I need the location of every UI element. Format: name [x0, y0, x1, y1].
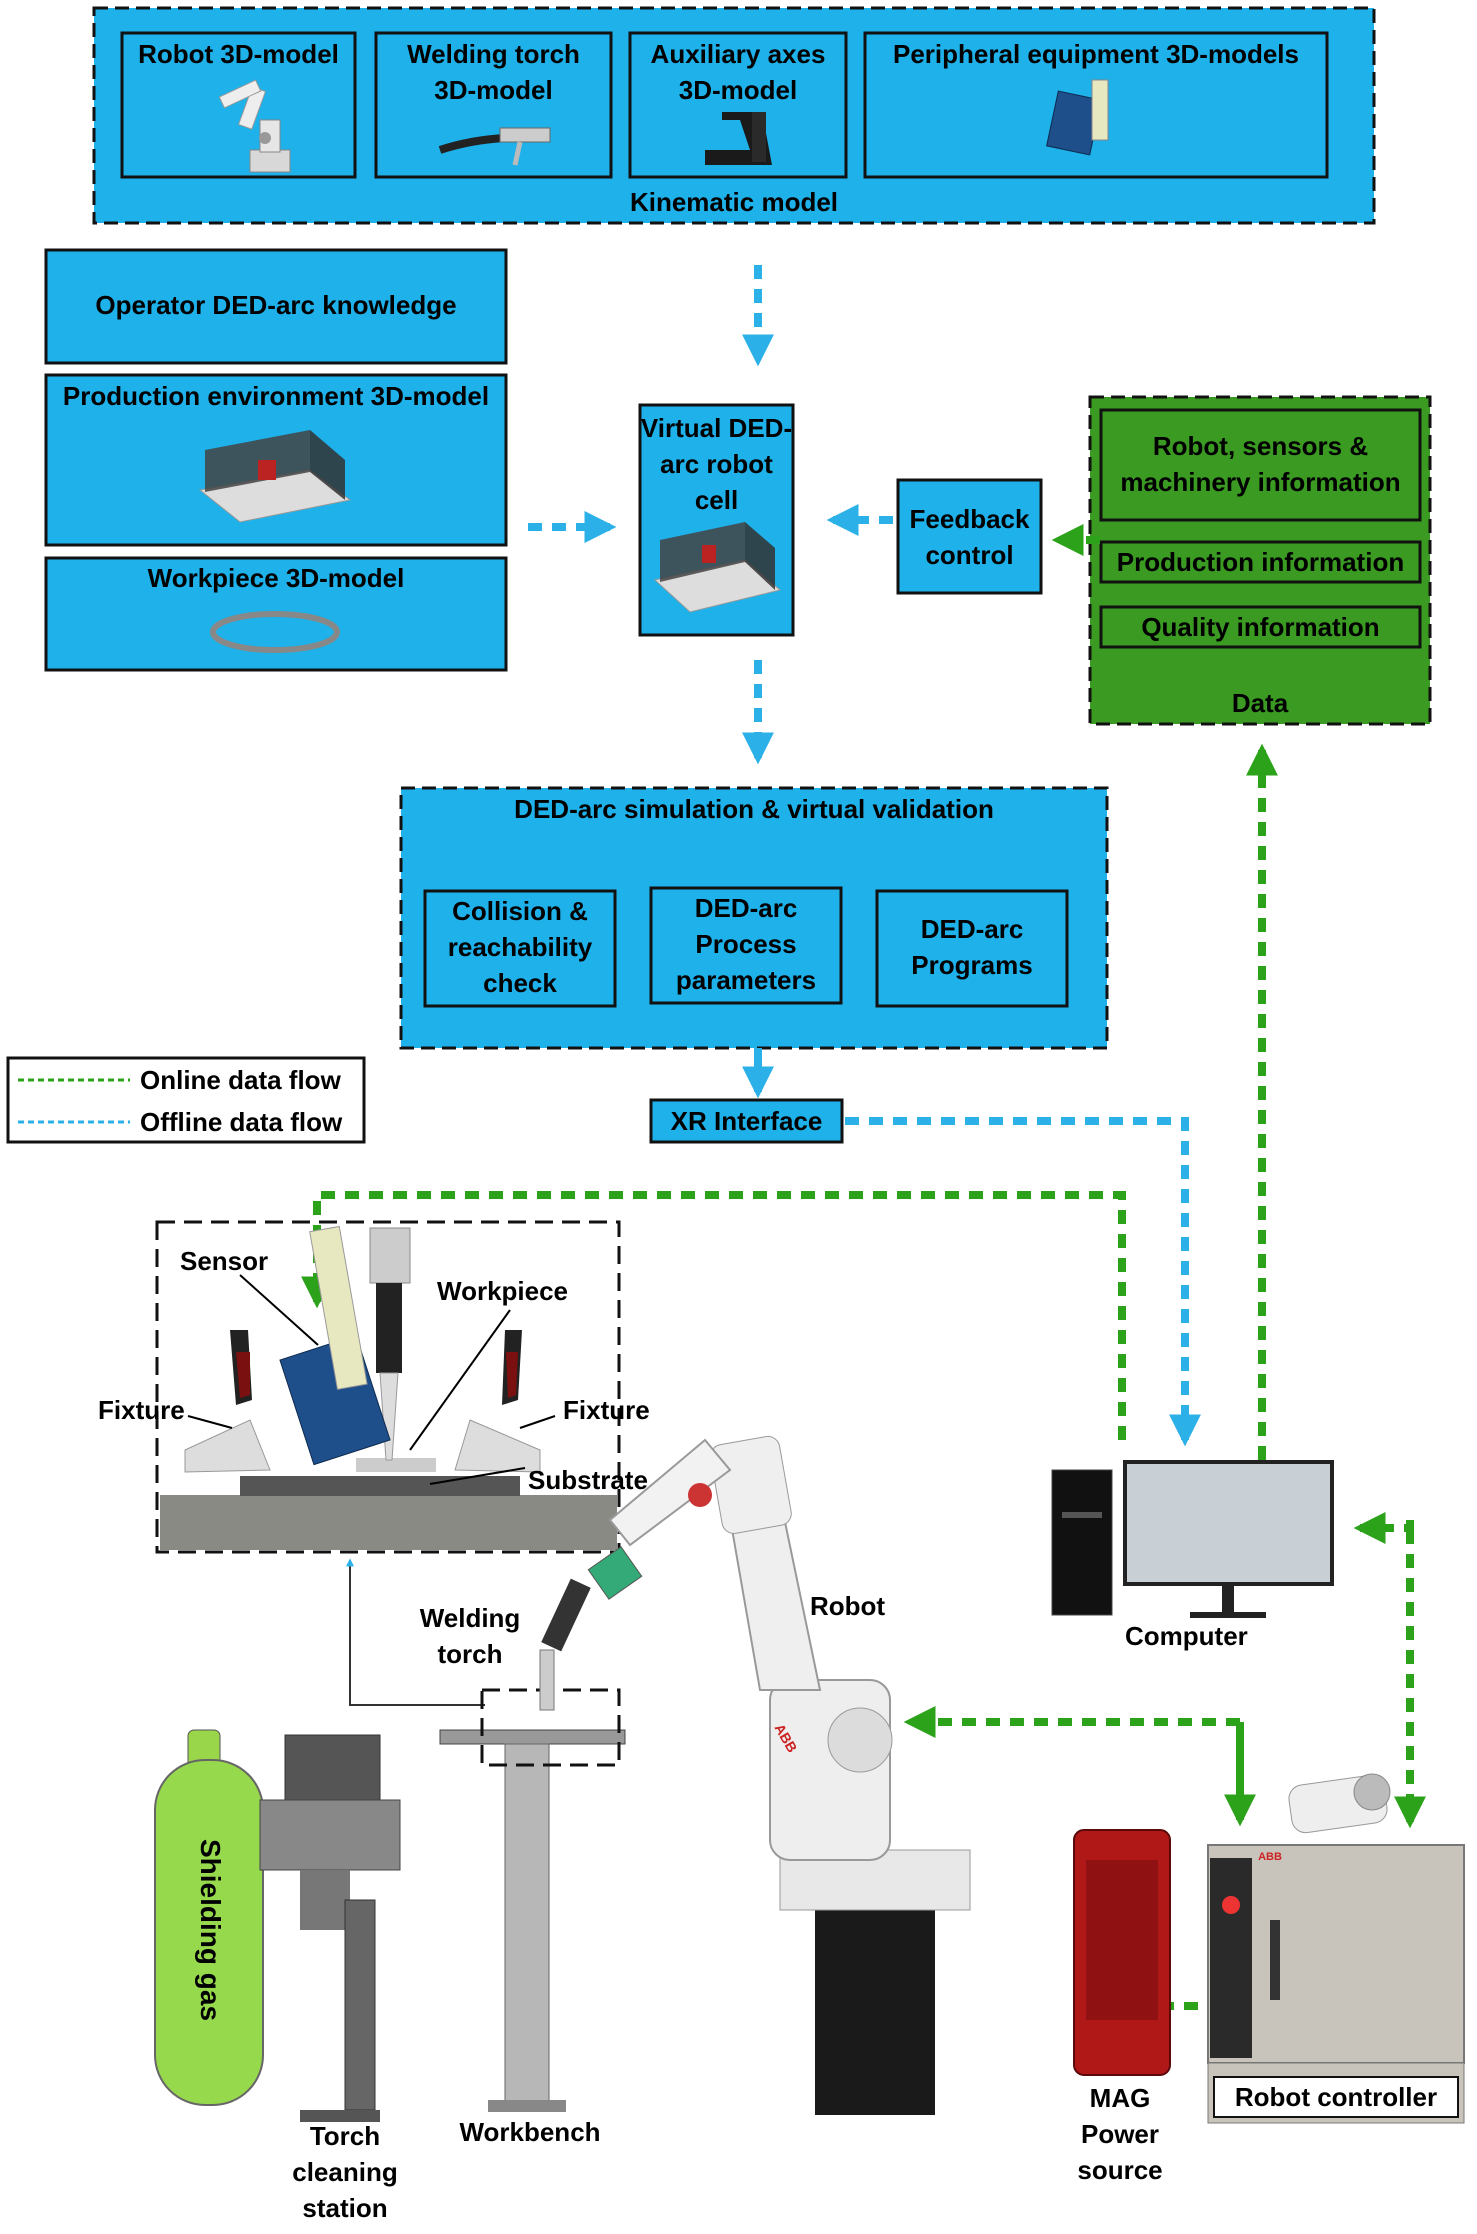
shielding-gas-label: Shielding gas: [195, 1838, 226, 2022]
robot-3d-model-box: [120, 31, 357, 179]
kinematic-model-title: Kinematic model: [629, 187, 839, 217]
process-parameters-box: [649, 886, 843, 1005]
process-parameters-label: DED-arc Process parameters: [675, 893, 817, 995]
production-cell-thumbnail: [198, 430, 352, 523]
ded-arc-programs-label: DED-arc Programs: [911, 914, 1033, 980]
shielding-gas-cylinder: [154, 1729, 264, 2106]
xr-interface-box: [649, 1098, 844, 1144]
fixture-right-label: Fixture: [563, 1395, 650, 1425]
detail-inset-box: [155, 1220, 621, 1554]
workbench-drawing: [439, 1688, 626, 2112]
computer-label: Computer: [1125, 1621, 1248, 1651]
online-flow-arrows: [301, 524, 1426, 2022]
controller-abb-logo: ABB: [1258, 1851, 1282, 1863]
data-title: Data: [1231, 688, 1289, 718]
production-information-box: [1099, 540, 1422, 584]
industrial-robot-drawing: [587, 1435, 971, 2115]
operator-knowledge-box: [44, 248, 508, 365]
robot-controller-drawing: [1207, 1844, 1465, 2124]
collision-check-box: [423, 889, 617, 1008]
workbench-label: Workbench: [459, 2117, 601, 2147]
teach-pendant-drawing: [1288, 1773, 1391, 1834]
torch-cleaning-station-drawing: [259, 1734, 401, 2122]
robot-sensors-info-box: [1099, 408, 1422, 522]
ded-arc-programs-box: [875, 889, 1069, 1008]
production-environment-label: Production environment 3D-model: [62, 381, 490, 411]
xr-interface-label: XR Interface: [670, 1106, 823, 1136]
torch-cleaning-station-label: Torch cleaning station: [292, 2121, 398, 2223]
offline-flow-arrows: [528, 265, 1201, 1447]
quality-information-label: Quality information: [1141, 612, 1380, 642]
sensor-label: Sensor: [180, 1246, 269, 1276]
mag-power-source-drawing: [1073, 1829, 1171, 2076]
substrate-label: Substrate: [528, 1465, 648, 1495]
peripheral-equipment-label: Peripheral equipment 3D-models: [893, 39, 1299, 69]
simulation-title: DED-arc simulation & virtual validation: [514, 794, 994, 824]
detail-inset-graphics: [160, 1225, 617, 1550]
peripheral-equipment-thumbnail: [1046, 79, 1109, 156]
robot-sensors-info-label: Robot, sensors & machinery information: [1120, 431, 1401, 497]
computer-drawing: [1051, 1460, 1334, 1618]
welding-torch-3d-model-box: [374, 31, 613, 179]
robot-model-thumbnail: [218, 79, 291, 173]
robot-label: Robot: [810, 1591, 886, 1621]
legend-offline-label: Offline data flow: [140, 1107, 343, 1137]
auxiliary-axes-thumbnail: [705, 112, 772, 165]
production-information-label: Production information: [1116, 547, 1405, 577]
welding-torch-thumbnail: [438, 127, 551, 166]
robot-welding-torch-drawing: [539, 1578, 591, 1711]
inset-connector-line: [346, 1558, 485, 1706]
feedback-control-box: [896, 478, 1043, 595]
fixture-left-label: Fixture: [98, 1395, 185, 1425]
operator-knowledge-label: Operator DED-arc knowledge: [95, 290, 457, 320]
collision-check-label: Collision & reachability check: [447, 896, 593, 998]
feedback-control-label: Feedback control: [909, 504, 1030, 570]
legend-box: [6, 1056, 366, 1144]
welding-torch-3d-model-label: Welding torch 3D-model: [407, 39, 580, 105]
welding-torch-label: Welding torch: [419, 1603, 521, 1669]
auxiliary-axes-3d-model-label: Auxiliary axes 3D-model: [650, 39, 826, 105]
workpiece-ring-thumbnail: [210, 611, 340, 653]
workpiece-3d-model-label: Workpiece 3D-model: [147, 563, 405, 593]
mag-power-source-label: MAG Power source: [1077, 2083, 1163, 2185]
robot-controller-label: Robot controller: [1234, 2082, 1438, 2112]
virtual-cell-thumbnail: [653, 522, 782, 613]
workpiece-label: Workpiece: [437, 1276, 569, 1306]
legend-online-label: Online data flow: [140, 1065, 341, 1095]
virtual-robot-cell-label: Virtual DED- arc robot cell: [640, 413, 793, 515]
quality-information-box: [1099, 605, 1422, 649]
robot-3d-model-label: Robot 3D-model: [138, 39, 339, 69]
